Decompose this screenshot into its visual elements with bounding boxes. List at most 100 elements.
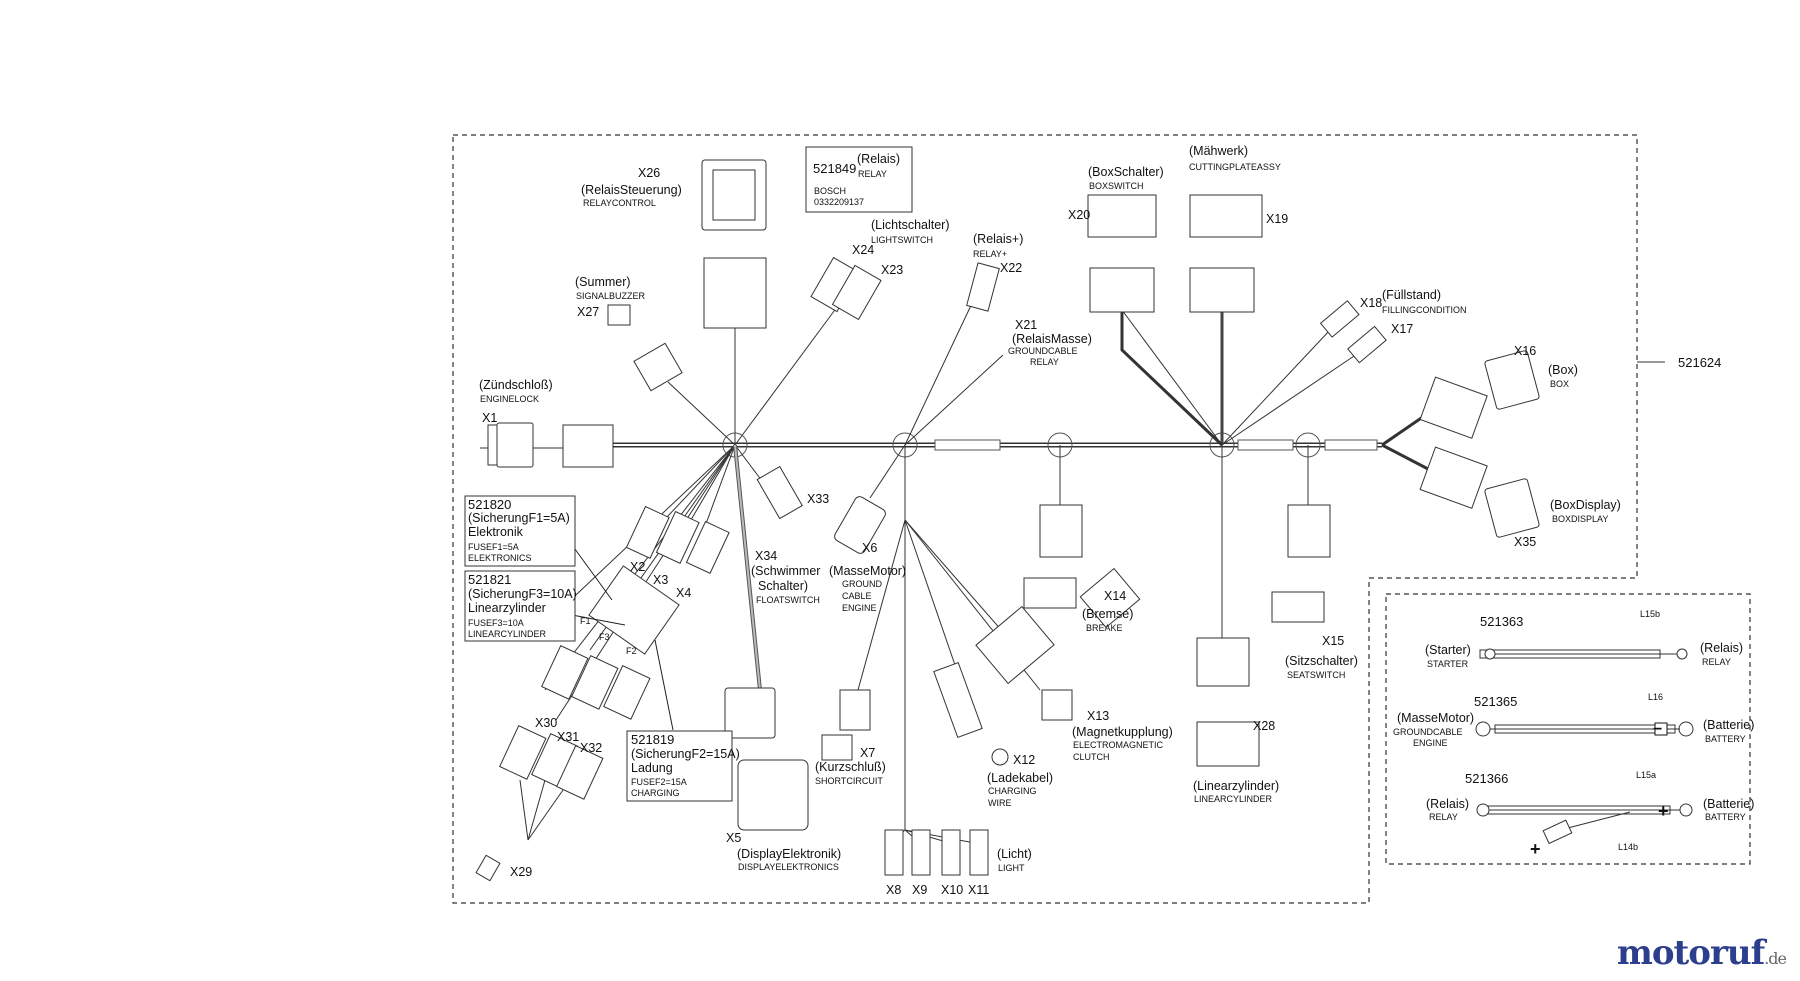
- label-x10: X10: [941, 883, 963, 897]
- label-x31: X31: [557, 730, 579, 744]
- label-bosch-pn: 0332209137: [814, 197, 864, 207]
- labels: X26 (RelaisSteuerung) RELAYCONTROL 52184…: [464, 144, 1721, 897]
- brand-logo: motoruf.de: [1616, 933, 1787, 973]
- label-x30: X30: [535, 716, 557, 730]
- label-x1: X1: [482, 411, 497, 425]
- label-x12: X12: [1013, 753, 1035, 767]
- label-x5: X5: [726, 831, 741, 845]
- label-bosch: BOSCH: [814, 186, 846, 196]
- label-f3: F3: [599, 632, 610, 642]
- label-f1-en2: ELEKTRONICS: [468, 553, 532, 563]
- label-zuendschloss: (Zündschloß): [479, 378, 553, 392]
- label-schwimmer: (Schwimmer: [751, 564, 820, 578]
- label-box: (Box): [1548, 363, 1578, 377]
- inset-c3-right-en: BATTERY: [1705, 812, 1746, 822]
- inset-c3-tag: L15a: [1636, 770, 1656, 780]
- inset-c1-right-en: RELAY: [1702, 657, 1731, 667]
- label-x19: X19: [1266, 212, 1288, 226]
- label-box-en: BOX: [1550, 379, 1569, 389]
- inset-c2-left-en2: ENGINE: [1413, 738, 1448, 748]
- label-relaisplus: (Relais+): [973, 232, 1023, 246]
- label-groundcable: GROUNDCABLE: [1008, 346, 1078, 356]
- inset-c3-left-de: (Relais): [1426, 797, 1469, 811]
- label-displayelektronik: (DisplayElektronik): [737, 847, 841, 861]
- label-f2-en2: CHARGING: [631, 788, 680, 798]
- label-bremse: (Bremse): [1082, 607, 1133, 621]
- label-f3-en2: LINEARCYLINDER: [468, 629, 547, 639]
- label-f2-de: (SicherungF2=15A): [631, 747, 740, 761]
- label-relaycontrol: RELAYCONTROL: [583, 198, 656, 208]
- inset-c3-pn: 521366: [1465, 771, 1508, 786]
- label-shortcircuit: SHORTCIRCUIT: [815, 776, 883, 786]
- label-charging: CHARGING: [988, 786, 1037, 796]
- label-fillingcondition: FILLINGCONDITION: [1382, 305, 1467, 315]
- label-x2: X2: [630, 560, 645, 574]
- label-x14: X14: [1104, 589, 1126, 603]
- label-ladekabel: (Ladekabel): [987, 771, 1053, 785]
- label-x22: X22: [1000, 261, 1022, 275]
- label-lightswitch: LIGHTSWITCH: [871, 235, 933, 245]
- label-x11: X11: [968, 883, 989, 897]
- label-wire: WIRE: [988, 798, 1012, 808]
- inset-c2-pn: 521365: [1474, 694, 1517, 709]
- label-x27: X27: [577, 305, 599, 319]
- main-trunk: [612, 410, 1431, 472]
- label-engine: ENGINE: [842, 603, 877, 613]
- label-x8: X8: [886, 883, 901, 897]
- label-f1-pn: 521820: [468, 497, 511, 512]
- inset-c2-tag: L16: [1648, 692, 1663, 702]
- label-f1-elek: Elektronik: [468, 525, 524, 539]
- label-f2: F2: [626, 646, 637, 656]
- label-sitzschalter: (Sitzschalter): [1285, 654, 1358, 668]
- label-x35: X35: [1514, 535, 1536, 549]
- connectors: [475, 146, 1540, 882]
- label-linearcylinder: LINEARCYLINDER: [1194, 794, 1273, 804]
- label-relay2: RELAY: [1030, 357, 1059, 367]
- float-wire-inner: [734, 444, 761, 691]
- label-x32: X32: [580, 741, 602, 755]
- inset-c1-pn: 521363: [1480, 614, 1523, 629]
- label-clutch: CLUTCH: [1073, 752, 1110, 762]
- inset-c3-plus2: +: [1530, 839, 1541, 859]
- label-breake: BREAKE: [1086, 623, 1123, 633]
- label-light: LIGHT: [998, 863, 1025, 873]
- inset-c3-right-de: (Batterie): [1703, 797, 1754, 811]
- fuse-leaders: [571, 544, 674, 731]
- label-x23: X23: [881, 263, 903, 277]
- label-x18: X18: [1360, 296, 1382, 310]
- label-f1: F1: [580, 616, 591, 626]
- label-x4: X4: [676, 586, 691, 600]
- label-ground: GROUND: [842, 579, 882, 589]
- label-f2-lad: Ladung: [631, 761, 673, 775]
- inset-c1-right-de: (Relais): [1700, 641, 1743, 655]
- label-relayplus: RELAY+: [973, 249, 1007, 259]
- inset-frame: [1385, 593, 1751, 865]
- label-x21: X21: [1015, 318, 1037, 332]
- brand-name: motoruf: [1616, 933, 1765, 973]
- label-f3-pn: 521821: [468, 572, 511, 587]
- boxswitch-wire: [1120, 310, 1224, 447]
- inset-c2-left-en1: GROUNDCABLE: [1393, 727, 1463, 737]
- label-electromagnetic: ELECTROMAGNETIC: [1073, 740, 1164, 750]
- inset-c2-left-de: (MasseMotor): [1397, 711, 1474, 725]
- label-relais: (Relais): [857, 152, 900, 166]
- label-f1-de: (SicherungF1=5A): [468, 511, 570, 525]
- label-lichtschalter: (Lichtschalter): [871, 218, 950, 232]
- label-enginelock: ENGINELOCK: [480, 394, 539, 404]
- label-signalbuzzer: SIGNALBUZZER: [576, 291, 646, 301]
- label-x24: X24: [852, 243, 874, 257]
- inset-cables: [1475, 648, 1694, 845]
- label-schalter: Schalter): [758, 579, 808, 593]
- label-x33: X33: [807, 492, 829, 506]
- label-f3-en1: FUSEF3=10A: [468, 618, 524, 628]
- label-f2-pn: 521819: [631, 732, 674, 747]
- fuse-f1-box: [464, 495, 576, 567]
- label-floatswitch: FLOATSWITCH: [756, 595, 820, 605]
- inset-c3-tag2: L14b: [1618, 842, 1638, 852]
- label-cuttingplate: CUTTINGPLATEASSY: [1189, 162, 1281, 172]
- label-massemotor: (MasseMotor): [829, 564, 906, 578]
- label-x28: X28: [1253, 719, 1275, 733]
- label-x13: X13: [1087, 709, 1109, 723]
- label-licht: (Licht): [997, 847, 1032, 861]
- label-x7: X7: [860, 746, 875, 760]
